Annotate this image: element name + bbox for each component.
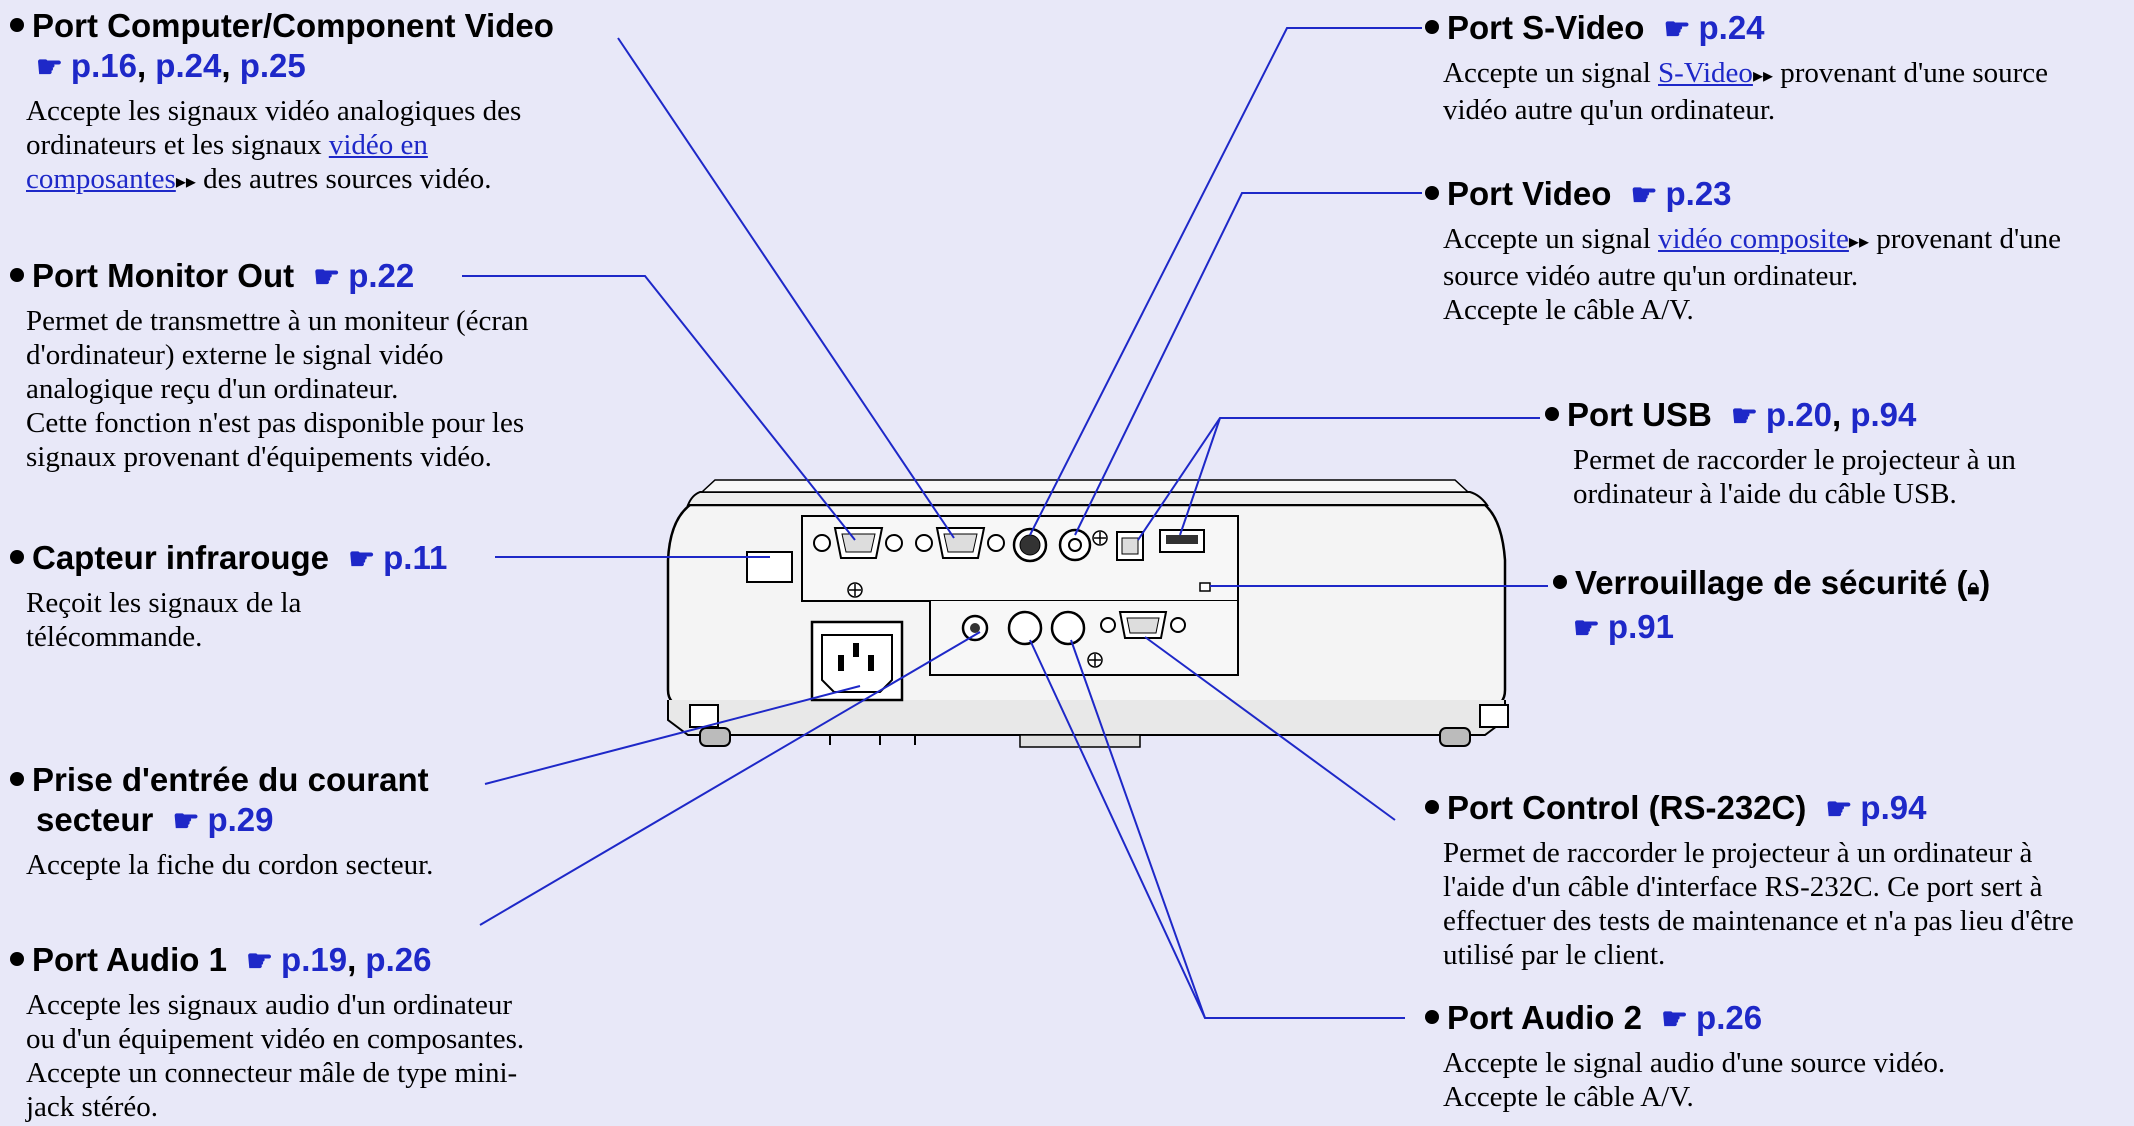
ref-p20[interactable]: p.20 <box>1765 396 1832 433</box>
ref-p91[interactable]: p.91 <box>1607 608 1674 645</box>
pointing-hand-icon: ☛ <box>1663 13 1691 46</box>
power-title-line2: secteur <box>36 801 154 838</box>
security-title: Verrouillage de sécurité ( <box>1575 564 1968 601</box>
pointing-hand-icon: ☛ <box>246 945 274 978</box>
callout-infrared: Capteur infrarouge ☛p.11 Reçoit les sign… <box>10 538 610 654</box>
callout-audio-1: Port Audio 1 ☛p.19, p.26 Accepte les sig… <box>10 940 610 1124</box>
pointing-hand-icon: ☛ <box>172 805 200 838</box>
usb-title: Port USB <box>1567 396 1712 433</box>
audio2-description: Accepte le signal audio d'une source vid… <box>1443 1047 1946 1113</box>
screw-marks <box>847 530 1108 668</box>
svideo-title: Port S-Video <box>1447 9 1645 46</box>
monitor-description: Permet de transmettre à un moniteur (écr… <box>26 305 529 473</box>
power-inlet <box>810 620 904 702</box>
lock-icon: 🔒︎ <box>1967 574 1980 599</box>
glossary-link-video-composite[interactable]: vidéo composite <box>1658 223 1849 255</box>
infrared-title: Capteur infrarouge <box>32 539 330 576</box>
ref-p94-usb[interactable]: p.94 <box>1850 396 1917 433</box>
callout-power: Prise d'entrée du courant secteur ☛p.29 … <box>10 760 610 882</box>
pointing-hand-icon: ☛ <box>313 261 341 294</box>
pointing-hand-icon: ☛ <box>1731 400 1758 433</box>
ref-p26-audio2[interactable]: p.26 <box>1696 999 1763 1036</box>
s-video-port <box>1012 527 1048 563</box>
ref-p24[interactable]: p.24 <box>155 47 222 84</box>
bullet-icon <box>1553 575 1567 590</box>
bullet-icon <box>1425 1010 1439 1025</box>
ref-p11[interactable]: p.11 <box>383 539 448 576</box>
power-description: Accepte la fiche du cordon secteur. <box>26 849 434 881</box>
infrared-description: Reçoit les signaux de la télécommande. <box>26 587 302 653</box>
glossary-link-composantes[interactable]: composantes <box>26 163 176 195</box>
pointing-hand-icon: ☛ <box>36 51 63 84</box>
ref-p16[interactable]: p.16 <box>70 47 137 84</box>
leader-lines <box>462 27 1548 1019</box>
computer-title: Port Computer/Component Video <box>32 7 554 44</box>
callout-usb: Port USB ☛p.20, p.94 Permet de raccorder… <box>1545 395 2130 511</box>
callout-video: Port Video ☛p.23 Accepte un signal vidéo… <box>1425 174 2130 327</box>
audio1-description: Accepte les signaux audio d'un ordinateu… <box>26 989 525 1123</box>
bullet-icon <box>1545 407 1559 422</box>
pointing-hand-icon: ☛ <box>1630 179 1658 212</box>
audio-2-port <box>1007 610 1086 646</box>
pointing-hand-icon: ☛ <box>1573 612 1600 645</box>
audio2-title: Port Audio 2 <box>1447 999 1642 1036</box>
svideo-description: Accepte un signal S-Video▸▸ provenant d'… <box>1443 57 2049 126</box>
monitor-title: Port Monitor Out <box>32 257 295 294</box>
computer-heading: Port Computer/Component Video <box>10 6 610 46</box>
projector-body <box>666 479 1509 748</box>
ref-p19[interactable]: p.19 <box>281 941 348 978</box>
usb-description: Permet de raccorder le projecteur à un o… <box>1573 444 2016 510</box>
ref-p29[interactable]: p.29 <box>207 801 274 838</box>
video-title: Port Video <box>1447 175 1612 212</box>
ref-p24-svideo[interactable]: p.24 <box>1698 9 1765 46</box>
pointing-hand-icon: ☛ <box>348 543 376 576</box>
ref-p23[interactable]: p.23 <box>1665 175 1732 212</box>
callout-audio-2: Port Audio 2 ☛p.26 Accepte le signal aud… <box>1425 998 2130 1114</box>
audio1-title: Port Audio 1 <box>32 941 227 978</box>
glossary-link-video-composantes[interactable]: vidéo en <box>328 129 428 161</box>
callout-security: Verrouillage de sécurité (🔒︎) ☛p.91 <box>1553 563 2130 649</box>
monitor-out-port <box>915 527 1005 559</box>
audio-1-port <box>961 614 989 642</box>
bullet-icon <box>1425 20 1439 35</box>
ref-p22[interactable]: p.22 <box>348 257 415 294</box>
computer-description: Accepte les signaux vidéo analogiques de… <box>26 95 522 195</box>
double-arrow-icon: ▸▸ <box>175 171 196 193</box>
callout-monitor-out: Port Monitor Out ☛p.22 Permet de transme… <box>10 256 610 474</box>
pointing-hand-icon: ☛ <box>1661 1003 1689 1036</box>
callout-s-video: Port S-Video ☛p.24 Accepte un signal S-V… <box>1425 8 2130 127</box>
bullet-icon <box>1425 186 1439 201</box>
callout-control: Port Control (RS-232C) ☛p.94 Permet de r… <box>1425 788 2130 972</box>
security-slot <box>1199 582 1211 592</box>
ref-p26[interactable]: p.26 <box>365 941 432 978</box>
ref-p94-control[interactable]: p.94 <box>1860 789 1927 826</box>
power-title-line1: Prise d'entrée du courant <box>32 761 429 798</box>
bullet-icon <box>10 550 24 565</box>
double-arrow-icon: ▸▸ <box>1848 231 1869 253</box>
double-arrow-icon: ▸▸ <box>1752 65 1774 87</box>
bullet-icon <box>10 18 24 33</box>
bullet-icon <box>10 772 24 787</box>
bullet-icon <box>10 268 24 283</box>
control-title: Port Control (RS-232C) <box>1447 789 1807 826</box>
callout-computer: Port Computer/Component Video ☛p.16, p.2… <box>10 6 610 199</box>
ref-p25[interactable]: p.25 <box>239 47 306 84</box>
control-port <box>1100 611 1186 639</box>
video-port <box>1058 528 1092 562</box>
pointing-hand-icon: ☛ <box>1825 793 1853 826</box>
video-description: Accepte un signal vidéo composite▸▸ prov… <box>1443 223 2062 326</box>
bullet-icon <box>10 952 24 967</box>
bullet-icon <box>1425 800 1439 815</box>
control-description: Permet de raccorder le projecteur à un o… <box>1443 837 2074 971</box>
computer-port <box>813 527 903 559</box>
glossary-link-s-video[interactable]: S-Video <box>1658 57 1753 89</box>
